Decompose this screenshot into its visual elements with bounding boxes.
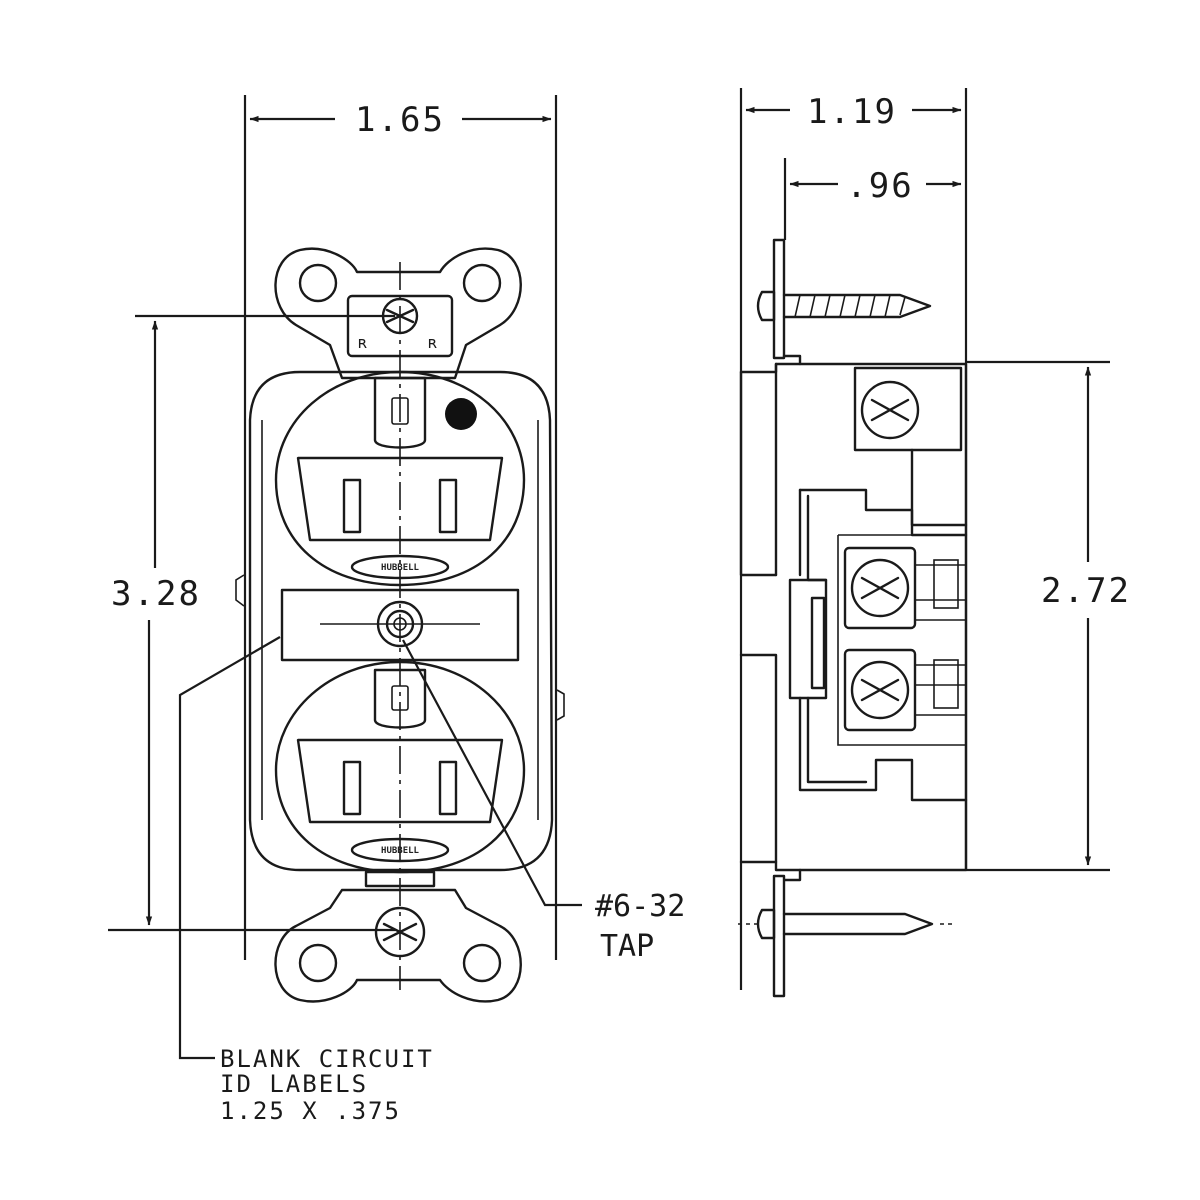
lower-ground-slot [373, 668, 427, 729]
top-right-mounting-hole [462, 263, 502, 303]
bottom-right-mounting-hole [462, 943, 502, 983]
indicator-dot [445, 398, 477, 430]
label-leader-line [178, 636, 281, 1060]
side-middle-terminals [843, 546, 966, 732]
side-lower-terminal-screw-icon [850, 660, 910, 720]
side-body-outline [739, 362, 968, 872]
lower-right-blade-slot [438, 760, 458, 816]
upper-ground-slot [373, 376, 427, 449]
bottom-mounting-strap [274, 870, 522, 1003]
strap-mark-left: ʀ [358, 333, 368, 352]
label-callout-line3: 1.25 X .375 [220, 1097, 401, 1125]
strap-mark-right: ʀ [428, 333, 438, 352]
upper-left-blade-slot [342, 478, 362, 534]
side-depth-total-dimension: 1.19 [807, 92, 897, 132]
front-view: ʀ ʀ HUBBELL [108, 95, 685, 1125]
top-mounting-strap: ʀ ʀ [274, 247, 522, 380]
bottom-left-mounting-hole [298, 943, 338, 983]
upper-brand-text: HUBBELL [381, 563, 420, 573]
tap-callout-line1: #6-32 [595, 889, 685, 924]
side-bottom-mounting-screw [738, 868, 955, 998]
label-callout-line1: BLANK CIRCUIT [220, 1045, 434, 1073]
side-top-terminal-screw-icon [860, 380, 920, 440]
side-contact-assembly [788, 488, 968, 802]
side-top-terminal [853, 366, 968, 527]
label-callout-line2: ID LABELS [220, 1070, 368, 1098]
side-height-dimension: 2.72 [1041, 571, 1131, 611]
side-top-mounting-screw [756, 238, 932, 366]
lower-left-blade-slot [342, 760, 362, 816]
side-view: 1.19 .96 [738, 88, 1131, 998]
side-depth-body-dimension: .96 [846, 166, 913, 206]
tap-leader-line [402, 639, 582, 907]
top-left-mounting-hole [298, 263, 338, 303]
front-width-dimension: 1.65 [355, 100, 445, 140]
tap-callout-line2: TAP [600, 929, 654, 964]
side-upper-terminal-screw-icon [850, 558, 910, 618]
receptacle-body [248, 370, 554, 872]
front-height-dimension: 3.28 [111, 574, 201, 614]
upper-right-blade-slot [438, 478, 458, 534]
